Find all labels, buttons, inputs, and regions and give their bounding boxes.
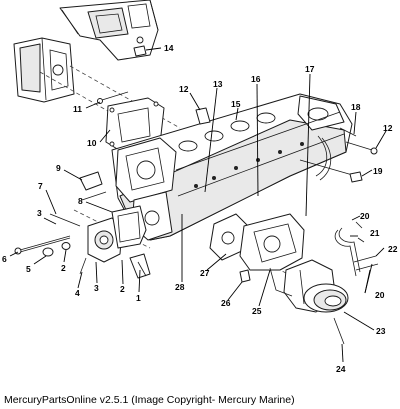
callout-3[interactable]: 3 xyxy=(94,283,99,293)
callout-14[interactable]: 14 xyxy=(164,43,174,53)
callout-15[interactable]: 15 xyxy=(231,99,241,109)
callout-28[interactable]: 28 xyxy=(175,282,185,292)
callout-8[interactable]: 8 xyxy=(78,196,83,206)
callout-20[interactable]: 20 xyxy=(360,211,370,221)
callout-12[interactable]: 12 xyxy=(179,84,189,94)
callout-1[interactable]: 1 xyxy=(136,293,141,303)
exhaust-elbow xyxy=(13,37,75,103)
canister xyxy=(269,259,349,313)
callout-23[interactable]: 23 xyxy=(376,326,386,336)
callout-19[interactable]: 19 xyxy=(373,166,383,176)
exhaust-manifold xyxy=(111,93,353,241)
callout-12[interactable]: 12 xyxy=(383,123,393,133)
callout-24[interactable]: 24 xyxy=(336,364,346,374)
callout-16[interactable]: 16 xyxy=(251,74,261,84)
engine-block xyxy=(59,0,159,61)
thermostat-housing xyxy=(87,205,147,263)
callout-7[interactable]: 7 xyxy=(38,181,43,191)
callout-5[interactable]: 5 xyxy=(26,264,31,274)
copyright-notice: MercuryPartsOnline v2.5.1 (Image Copyrig… xyxy=(4,394,295,406)
callout-27[interactable]: 27 xyxy=(200,268,210,278)
callout-9[interactable]: 9 xyxy=(56,163,61,173)
callouts: 1 2 2 3 3 4 5 6 7 8 9 10 11 12 12 13 14 … xyxy=(2,43,398,374)
callout-25[interactable]: 25 xyxy=(252,306,262,316)
callout-6[interactable]: 6 xyxy=(2,254,7,264)
fasteners xyxy=(14,45,379,345)
callout-26[interactable]: 26 xyxy=(221,298,231,308)
adapter-plate xyxy=(209,213,305,271)
coolant-tube xyxy=(315,135,332,181)
callout-10[interactable]: 10 xyxy=(87,138,97,148)
callout-18[interactable]: 18 xyxy=(351,102,361,112)
leader-lines xyxy=(9,47,387,363)
callout-11[interactable]: 11 xyxy=(73,104,82,114)
callout-21[interactable]: 21 xyxy=(370,228,380,238)
callout-4[interactable]: 4 xyxy=(75,288,80,298)
callout-2[interactable]: 2 xyxy=(120,284,125,294)
callout-17[interactable]: 17 xyxy=(305,64,315,74)
callout-20[interactable]: 20 xyxy=(375,290,385,300)
callout-22[interactable]: 22 xyxy=(388,244,398,254)
callout-13[interactable]: 13 xyxy=(213,79,223,89)
exploded-parts-diagram: 1 2 2 3 3 4 5 6 7 8 9 10 11 12 12 13 14 … xyxy=(2,0,398,374)
callout-2[interactable]: 2 xyxy=(61,263,66,273)
callout-3[interactable]: 3 xyxy=(37,208,42,218)
